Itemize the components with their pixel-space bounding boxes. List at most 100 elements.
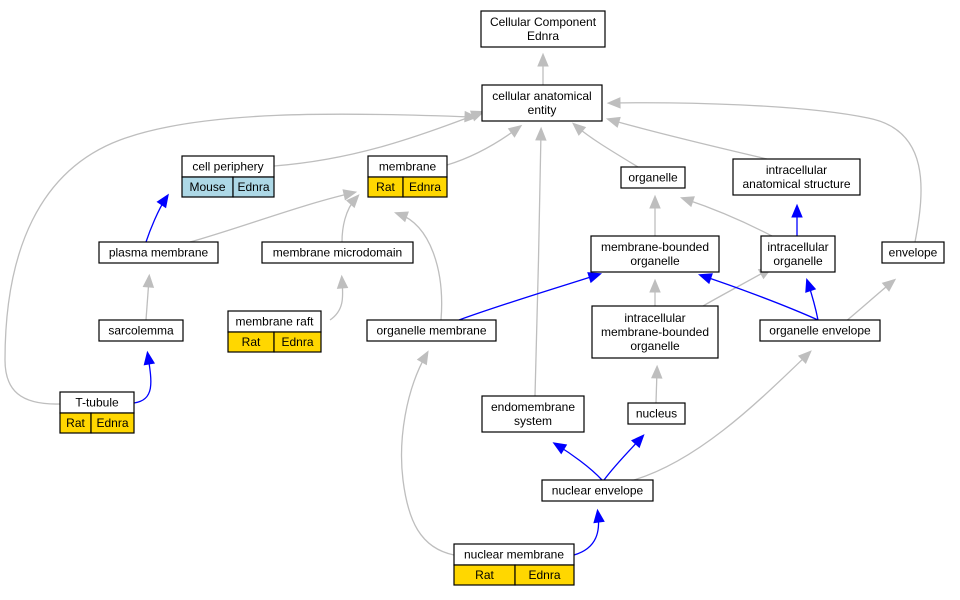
arrowhead	[791, 203, 803, 218]
node-label: membrane raft	[235, 315, 314, 329]
species-cell-box	[90, 412, 135, 434]
species-cell-label: Ednra	[281, 335, 313, 349]
edge-intracellular-membrane-bounded-organelle-to-intracellular-organelle	[702, 267, 773, 307]
node-box	[366, 319, 497, 342]
edge-nucleus-to-intracellular-membrane-bounded-organelle	[651, 364, 663, 404]
species-cell-rat: Rat	[227, 331, 275, 353]
node-label: organelle	[628, 171, 678, 185]
node-label: plasma membrane	[109, 246, 209, 260]
node-nucleus[interactable]: nucleus	[627, 402, 686, 425]
node-label: Ednra	[527, 29, 559, 43]
arrowhead	[507, 124, 523, 138]
arrowhead	[805, 277, 817, 293]
node-label: Cellular Component	[490, 15, 597, 29]
node-label: organelle membrane	[376, 324, 486, 338]
node-box	[590, 235, 720, 273]
edge-t-tubule-to-cellular-anatomical-entity	[4, 110, 479, 405]
node-box	[98, 319, 184, 342]
edge-nuclear-envelope-to-organelle-envelope	[633, 350, 812, 481]
arrowhead	[605, 116, 621, 128]
arrowhead	[416, 350, 429, 366]
node-box	[732, 158, 861, 196]
species-cell-box	[232, 176, 275, 198]
edge-membrane-to-cellular-anatomical-entity	[446, 124, 523, 166]
node-box	[591, 305, 719, 359]
node-label: nucleus	[636, 407, 677, 421]
arrowhead	[697, 273, 713, 285]
node-label: envelope	[889, 246, 938, 260]
species-cell-label: Mouse	[189, 180, 225, 194]
edge-t-tubule-to-sarcolemma	[133, 350, 156, 404]
arrowhead	[535, 126, 547, 141]
node-label: intracellular	[624, 311, 685, 325]
arrowhead	[143, 350, 156, 366]
node-box	[620, 166, 686, 189]
arrowhead	[393, 211, 409, 223]
species-cell-label: Ednra	[528, 568, 560, 582]
node-label: T-tubule	[75, 396, 119, 410]
edge-plasma-membrane-to-cell-periphery	[145, 193, 169, 243]
node-box	[759, 319, 881, 342]
edge-nuclear-membrane-to-nuclear-envelope	[573, 508, 605, 556]
arrowhead	[336, 274, 349, 289]
node-label: membrane microdomain	[273, 246, 402, 260]
node-label: membrane-bounded	[601, 240, 709, 254]
species-cell-ednra: Ednra	[232, 176, 275, 198]
edge-line	[189, 192, 353, 243]
arrowhead	[587, 272, 603, 284]
arrowhead	[537, 52, 549, 67]
species-cell-rat: Rat	[453, 564, 516, 586]
node-label: anatomical structure	[742, 177, 850, 191]
edge-line	[4, 113, 474, 405]
edge-line	[556, 444, 603, 481]
node-box	[881, 241, 945, 264]
edge-intracellular-organelle-to-organelle	[679, 196, 773, 237]
species-cell-rat: Rat	[367, 176, 404, 198]
node-envelope[interactable]: envelope	[881, 241, 945, 264]
node-organelle-membrane[interactable]: organelle membrane	[366, 319, 497, 342]
edge-line	[611, 102, 922, 243]
edge-line	[702, 275, 819, 321]
arrowhead	[572, 122, 587, 136]
node-membrane-microdomain[interactable]: membrane microdomain	[261, 241, 414, 264]
edge-membrane-bounded-organelle-to-organelle	[649, 194, 661, 236]
node-organelle[interactable]: organelle	[620, 166, 686, 189]
node-organelle-envelope[interactable]: organelle envelope	[759, 319, 881, 342]
node-label: nuclear envelope	[552, 484, 644, 498]
species-cell-box	[273, 331, 322, 353]
edges-layer	[4, 52, 922, 556]
edge-cellular-anatomical-entity-to-cellular-component	[537, 52, 549, 85]
species-cell-label: Rat	[66, 416, 85, 430]
node-label: membrane-bounded	[601, 325, 709, 339]
species-cell-ednra: Ednra	[402, 176, 448, 198]
node-nuclear-envelope[interactable]: nuclear envelope	[541, 479, 654, 502]
species-cell-box	[402, 176, 448, 198]
node-sarcolemma[interactable]: sarcolemma	[98, 319, 184, 342]
node-label: endomembrane	[491, 400, 575, 414]
node-label: organelle	[630, 254, 680, 268]
node-box	[98, 241, 219, 264]
arrowhead	[649, 194, 661, 209]
species-cell-ednra: Ednra	[90, 412, 135, 434]
species-cell-ednra: Ednra	[273, 331, 322, 353]
arrowhead	[797, 350, 812, 364]
edge-line	[398, 213, 443, 321]
edge-intracellular-membrane-bounded-organelle-to-membrane-bounded-organelle	[649, 278, 661, 306]
node-plasma-membrane[interactable]: plasma membrane	[98, 241, 219, 264]
arrowhead	[649, 278, 661, 293]
edge-plasma-membrane-to-membrane	[189, 189, 358, 243]
edge-envelope-to-cellular-anatomical-entity	[606, 97, 922, 243]
